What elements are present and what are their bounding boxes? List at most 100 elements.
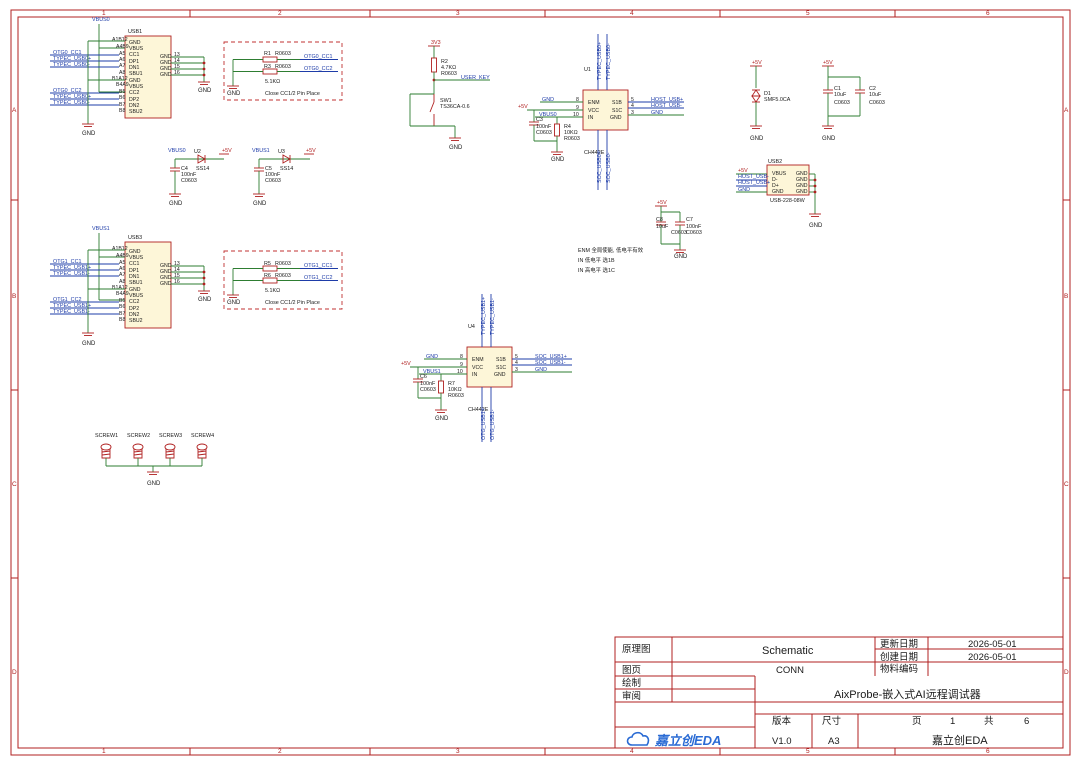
svg-text:GND: GND: [169, 201, 183, 207]
svg-text:SBU1: SBU1: [129, 71, 143, 77]
row-label: A: [12, 107, 17, 114]
tb-label-update-date: 更新日期: [880, 638, 918, 650]
svg-text:GND: GND: [160, 275, 172, 281]
logo-text: 嘉立创EDA: [654, 733, 721, 748]
tb-value-sheet: 1: [950, 716, 955, 727]
svg-text:C0603: C0603: [536, 130, 552, 136]
svg-text:4.7KΩ: 4.7KΩ: [441, 65, 456, 71]
switch-notes: ENM 全局使能, 低电平有效 IN 低电平 选1B IN 高电平 选1C: [578, 246, 644, 274]
svg-text:C0603: C0603: [420, 387, 436, 393]
svg-text:5.1KΩ: 5.1KΩ: [265, 79, 280, 85]
svg-text:DN2: DN2: [129, 312, 139, 318]
svg-text:VBUS: VBUS: [129, 255, 144, 261]
u4-usb-switch: U4 ENM VCC IN S1B S1C GND CH442E TYPEC_U…: [401, 294, 572, 442]
usb1-connector: USB1 VBUS0 A1B12 A4B9 A5 A6 A7 A8 B1A12 …: [50, 17, 212, 137]
svg-text:USER_KEY: USER_KEY: [461, 75, 490, 81]
svg-text:GND: GND: [494, 372, 506, 378]
svg-text:C0603: C0603: [869, 100, 885, 106]
svg-text:100nF: 100nF: [420, 381, 436, 387]
usb1-left-gnd: GND: [82, 131, 96, 137]
svg-text:B5: B5: [119, 298, 125, 304]
svg-text:8: 8: [576, 97, 579, 103]
u1-usb-switch: U1 ENM VCC IN S1B S1C GND CH442E TYPEC_U…: [518, 34, 684, 190]
cc-block0-frame: [223, 41, 343, 101]
usb1-left-pin-numbers: A1B12 A4B9 A5 A6 A7 A8 B1A12 B4A9 B5 B6 …: [112, 37, 129, 114]
svg-text:VCC: VCC: [472, 365, 483, 371]
cc-resistor-block-0: R1 R0603 R3 R0603 5.1KΩ OTG0_CC1 OTG0_CC…: [223, 41, 343, 101]
svg-text:A4B9: A4B9: [116, 44, 129, 50]
svg-text:GND: GND: [796, 183, 808, 189]
svg-text:TYPEC_USB1-: TYPEC_USB1-: [490, 298, 496, 335]
svg-text:R0603: R0603: [441, 71, 457, 77]
svg-text:HOST_USB-: HOST_USB-: [738, 174, 769, 180]
decoupling-caps-5v: +5V C1 10uF C0603 C2 10uF C0603 GND: [822, 60, 885, 142]
svg-text:DP1: DP1: [129, 268, 139, 274]
svg-text:S1C: S1C: [496, 365, 506, 371]
svg-text:GND: GND: [227, 91, 241, 97]
tb-label-sheet: 页: [912, 716, 922, 727]
inner-frame: [17, 16, 1064, 749]
svg-text:16: 16: [174, 70, 180, 76]
tb-value-total: 6: [1024, 716, 1029, 727]
cc-block1-frame: [223, 250, 343, 310]
screw-icon: [100, 443, 112, 459]
svg-text:ENM 全局使能, 低电平有效: ENM 全局使能, 低电平有效: [578, 246, 644, 254]
svg-text:R2: R2: [441, 59, 448, 65]
svg-text:GND: GND: [426, 354, 438, 360]
svg-text:S1C: S1C: [612, 108, 622, 114]
svg-text:CH442E: CH442E: [468, 407, 489, 413]
svg-text:A6: A6: [119, 57, 125, 63]
svg-text:TYPEC_USB1-: TYPEC_USB1-: [53, 271, 90, 277]
svg-text:R0603: R0603: [275, 64, 291, 70]
usb3-right-gnd: GND: [198, 297, 212, 303]
svg-text:TYPEC_USB0+: TYPEC_USB0+: [53, 56, 91, 62]
svg-text:HOST_USB-: HOST_USB-: [651, 103, 682, 109]
svg-text:A7: A7: [119, 63, 125, 69]
tvs-diode: +5V D1 SMF5.0CA GND: [750, 60, 791, 142]
screw-icon: [132, 443, 144, 459]
svg-text:S1B: S1B: [612, 100, 622, 106]
mounting-screws: SCREW1 SCREW2 SCREW3 SCREW4 GND: [95, 433, 214, 487]
svg-text:D+: D+: [772, 183, 779, 189]
svg-text:14: 14: [174, 58, 180, 64]
svg-text:GND: GND: [674, 254, 688, 260]
svg-text:15: 15: [174, 64, 180, 70]
svg-text:SCREW1: SCREW1: [95, 433, 118, 439]
svg-text:CC1: CC1: [129, 261, 139, 267]
tb-label-drawn: 绘制: [622, 677, 641, 689]
usb3-body: [124, 241, 172, 329]
svg-text:13: 13: [174, 52, 180, 58]
col-label: 6: [986, 748, 990, 755]
svg-text:10KΩ: 10KΩ: [564, 130, 578, 136]
svg-text:B7: B7: [119, 102, 125, 108]
svg-text:14: 14: [174, 267, 180, 273]
svg-text:R0603: R0603: [564, 136, 580, 142]
svg-text:GND: GND: [129, 287, 141, 293]
svg-text:100nF: 100nF: [265, 172, 281, 178]
svg-text:SBU2: SBU2: [129, 318, 143, 324]
svg-text:C0603: C0603: [834, 100, 850, 106]
svg-text:4: 4: [515, 360, 518, 366]
svg-text:GND: GND: [160, 263, 172, 269]
tb-label-review: 审阅: [622, 690, 641, 702]
row-markers: A B C D A B C D: [11, 107, 1070, 676]
svg-text:OTG_USB1-: OTG_USB1-: [490, 409, 496, 440]
svg-text:B6: B6: [119, 304, 125, 310]
svg-text:GND: GND: [535, 367, 547, 373]
svg-text:SCREW4: SCREW4: [191, 433, 214, 439]
svg-text:GND: GND: [435, 416, 449, 422]
svg-text:15: 15: [174, 273, 180, 279]
tb-label-page: 图页: [622, 665, 641, 676]
svg-text:GND: GND: [750, 136, 764, 142]
outer-frame: [10, 9, 1071, 756]
svg-text:GND: GND: [160, 269, 172, 275]
svg-text:13: 13: [174, 261, 180, 267]
svg-text:A1B12: A1B12: [112, 37, 128, 43]
col-label: 4: [630, 10, 634, 17]
svg-text:GND: GND: [542, 97, 554, 103]
tb-label-version: 版本: [772, 715, 792, 727]
svg-text:10: 10: [573, 112, 579, 118]
svg-text:OTG1_CC1: OTG1_CC1: [53, 259, 81, 265]
